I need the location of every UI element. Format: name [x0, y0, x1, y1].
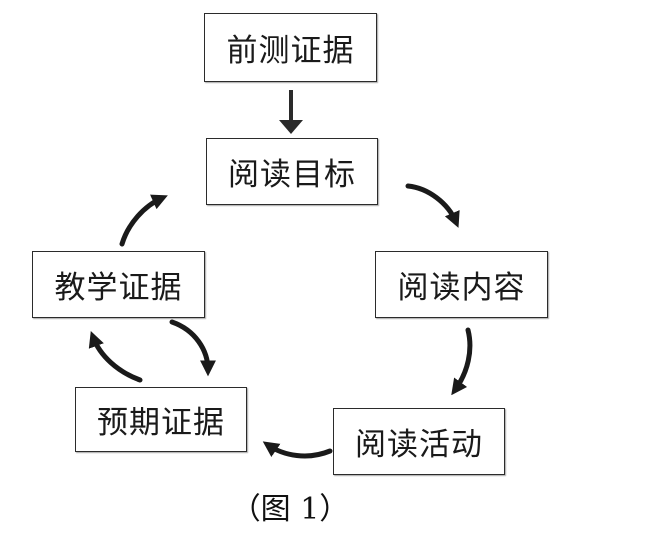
- arrow-teaching-to-goal: [119, 194, 168, 247]
- node-reading-content: 阅读内容: [375, 251, 548, 318]
- node-teaching-evidence: 教学证据: [32, 251, 205, 318]
- node-reading-goal: 阅读目标: [206, 138, 378, 205]
- arrow-content-to-activity: [451, 327, 473, 396]
- arrow-activity-to-expected: [262, 441, 333, 459]
- arrow-expected-to-teaching: [88, 330, 143, 383]
- node-expected-evidence: 预期证据: [75, 387, 247, 452]
- node-pretest-evidence: 前测证据: [204, 13, 377, 82]
- figure-caption: （图 1）: [230, 492, 350, 527]
- arrow-teaching-to-expected: [169, 319, 216, 377]
- arrow-goal-to-content: [405, 183, 460, 228]
- arrow-pretest-to-goal: [279, 90, 303, 134]
- node-reading-activity: 阅读活动: [333, 408, 505, 475]
